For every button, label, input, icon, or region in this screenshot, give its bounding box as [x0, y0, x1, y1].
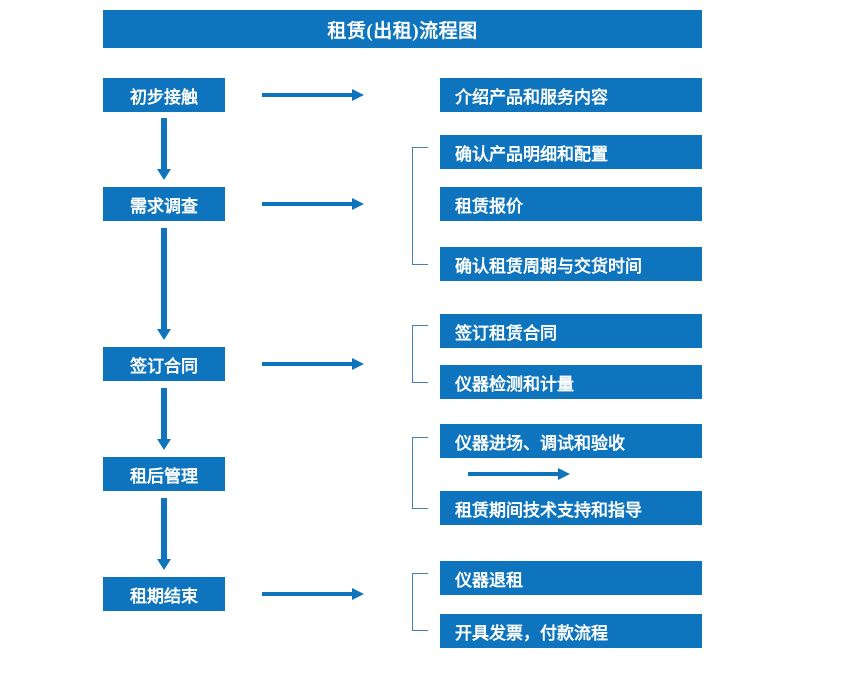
detail-box[interactable]: 租赁报价 [440, 187, 702, 221]
detail-box[interactable]: 开具发票，付款流程 [440, 614, 702, 648]
arrow-down-icon [157, 228, 171, 340]
group-bracket [412, 147, 428, 265]
detail-box[interactable]: 确认租赁周期与交货时间 [440, 247, 702, 281]
stage-box[interactable]: 租期结束 [103, 577, 225, 611]
stage-box[interactable]: 签订合同 [103, 347, 225, 381]
detail-box[interactable]: 仪器检测和计量 [440, 365, 702, 399]
page-title: 租赁(出租)流程图 [103, 10, 702, 48]
detail-box[interactable]: 签订租赁合同 [440, 314, 702, 348]
stage-box[interactable]: 需求调查 [103, 187, 225, 221]
detail-box[interactable]: 介绍产品和服务内容 [440, 78, 702, 112]
detail-box[interactable]: 仪器退租 [440, 561, 702, 595]
arrow-down-icon [157, 498, 171, 570]
arrow-down-icon [157, 118, 171, 180]
detail-box[interactable]: 仪器进场、调试和验收 [440, 424, 702, 458]
detail-box[interactable]: 租赁期间技术支持和指导 [440, 491, 702, 525]
arrow-down-icon [157, 388, 171, 450]
group-bracket [412, 325, 428, 383]
detail-box[interactable]: 确认产品明细和配置 [440, 135, 702, 169]
group-bracket [412, 437, 428, 509]
stage-box[interactable]: 初步接触 [103, 78, 225, 112]
group-bracket [412, 573, 428, 631]
stage-box[interactable]: 租后管理 [103, 457, 225, 491]
